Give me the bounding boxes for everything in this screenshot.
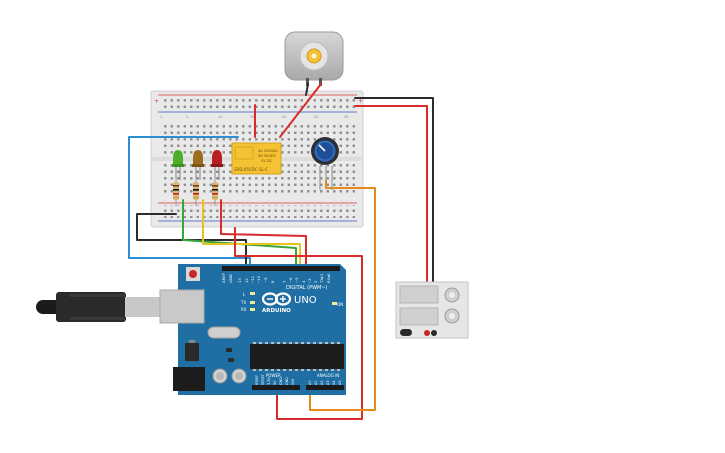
wire-red-led[interactable] [220,199,307,269]
svg-text:8: 8 [270,280,275,283]
svg-text:GND: GND [228,274,233,283]
svg-text:7: 7 [282,280,287,283]
svg-text:TX: TX [240,300,246,305]
relay-rating-2: 3A 30VDC [258,154,277,158]
led-yellow[interactable] [192,150,204,180]
svg-text:~5: ~5 [294,277,299,283]
voltage-regulator [185,343,199,361]
power-header [252,385,300,390]
relay-rating-3: 5V DC [261,159,273,163]
svg-text:20: 20 [282,115,286,119]
svg-text:30: 30 [344,115,348,119]
bottom-pin-labels: IOREF RESET 3.3V 5V GND GND VIN A0 A1 A2… [255,373,342,385]
analog-header [306,385,344,390]
svg-text:A1: A1 [314,381,318,385]
relay-part: SRD-05VDC-SL-C [234,167,268,172]
resistor-3[interactable] [212,178,218,206]
resistor-2[interactable] [193,178,199,206]
relay-rating-1: 3A 250VAC [258,149,278,153]
led-red[interactable] [211,150,223,180]
svg-text:15: 15 [250,115,254,119]
crystal [207,326,241,339]
digital-label: DIGITAL (PWM~) [286,285,328,291]
wire-ext-red[interactable] [354,105,428,334]
dc-motor[interactable] [284,31,344,86]
svg-text:~9: ~9 [263,277,268,283]
wire-motor-red[interactable] [279,83,322,138]
wire-motor-black[interactable] [305,83,309,96]
svg-text:A2: A2 [320,381,324,385]
power-label: POWER [266,373,281,378]
model-label: UNO [294,295,317,306]
arduino-uno[interactable]: AREF GND 13 12 ~11 ~10 ~9 8 7 ~6 ~5 4 ~3… [36,264,346,395]
wire-orange-pot[interactable] [309,179,376,411]
svg-text:ON: ON [337,302,343,307]
wire-blue-gnd[interactable] [128,136,251,269]
svg-text:AREF: AREF [221,273,226,283]
onboard-leds: L TX RX ON [240,292,343,312]
svg-text:TX▸1: TX▸1 [319,273,324,284]
svg-text:13: 13 [237,278,242,283]
arduino-logo: ARDUINO UNO [261,292,317,314]
svg-text:GND: GND [285,377,289,385]
digital-header [222,266,340,271]
wire-black-gnd[interactable] [136,213,247,269]
digital-pin-labels: AREF GND 13 12 ~11 ~10 ~9 8 7 ~6 ~5 4 ~3… [221,273,331,284]
svg-text:VIN: VIN [291,379,295,385]
analog-label: ANALOG IN [317,373,339,378]
power-jack [173,367,205,391]
svg-text:A5: A5 [338,381,342,385]
atmega-chip [250,342,344,371]
svg-text:~3: ~3 [307,278,312,284]
potentiometer[interactable] [311,137,339,190]
usb-port [159,289,205,324]
svg-text:+: + [154,98,159,105]
svg-text:2: 2 [313,280,318,283]
led-green[interactable] [172,150,184,180]
svg-text:5: 5 [186,115,188,119]
svg-text:RX◂0: RX◂0 [326,273,331,283]
svg-text:IOREF: IOREF [255,375,259,385]
svg-text:12: 12 [244,278,249,283]
svg-text:A4: A4 [332,381,336,385]
svg-text:4: 4 [301,280,306,283]
svg-text:~6: ~6 [288,277,293,283]
usb-cable[interactable] [36,292,161,322]
power-rail-bottom [158,202,357,222]
resistor-1[interactable] [173,178,179,206]
svg-text:A3: A3 [326,381,330,385]
power-supply-module[interactable] [395,281,469,339]
svg-text:10: 10 [218,115,222,119]
svg-text:~11: ~11 [250,275,255,284]
svg-text:+: + [358,98,363,105]
breadboard-col-labels: 1 5 10 15 20 25 30 [160,115,348,119]
svg-text:5V: 5V [273,380,277,385]
wires [128,83,434,420]
svg-text:1: 1 [160,115,162,119]
brand-label: ARDUINO [262,308,291,314]
svg-text:RESET: RESET [261,373,265,385]
svg-text:~10: ~10 [256,275,261,284]
wire-red-power[interactable] [234,227,363,420]
svg-text:GND: GND [279,377,283,385]
svg-text:RX: RX [241,307,247,312]
relay[interactable]: 3A 250VAC 3A 30VDC 5V DC SRD-05VDC-SL-C [231,142,282,175]
svg-text:L: L [243,292,246,297]
svg-text:3.3V: 3.3V [267,377,271,385]
svg-text:25: 25 [314,115,318,119]
svg-text:A0: A0 [308,381,312,385]
power-rail-top [158,94,357,113]
wire-ext-black[interactable] [354,97,434,334]
